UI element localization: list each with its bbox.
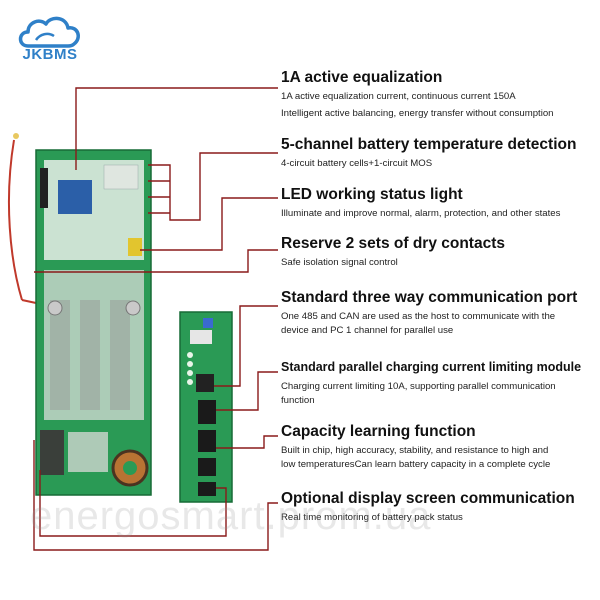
feature-led-status: LED working status light Illuminate and …: [281, 185, 600, 221]
feature-desc-line: Charging current limiting 10A, supportin…: [281, 381, 556, 392]
feature-title: 5-channel battery temperature detection: [281, 136, 577, 153]
feature-title: LED working status light: [281, 186, 463, 203]
brand-name: JKBMS: [22, 46, 78, 63]
feature-desc-line: Built in chip, high accuracy, stability,…: [281, 445, 549, 456]
feature-title: Optional display screen communication: [281, 490, 575, 507]
side-pcb: [179, 311, 233, 503]
feature-active-equalization: 1A active equalization 1A active equaliz…: [281, 68, 600, 121]
feature-title: Capacity learning function: [281, 423, 476, 440]
feature-temperature-detection: 5-channel battery temperature detection …: [281, 135, 600, 171]
feature-title: Standard parallel charging current limit…: [281, 360, 582, 374]
feature-title: 1A active equalization: [281, 69, 443, 86]
feature-desc-line: function: [281, 395, 315, 406]
feature-dry-contacts: Reserve 2 sets of dry contacts Safe isol…: [281, 234, 600, 270]
feature-title: Reserve 2 sets of dry contacts: [281, 235, 505, 252]
watermark: energosmart.prom.ua: [30, 494, 432, 538]
feature-desc-line: Intelligent active balancing, energy tra…: [281, 108, 554, 119]
main-pcb: [35, 149, 152, 496]
feature-communication-port: Standard three way communication port On…: [281, 288, 600, 338]
feature-desc-line: Illuminate and improve normal, alarm, pr…: [281, 208, 561, 219]
feature-display-communication: Optional display screen communication Re…: [281, 489, 600, 525]
feature-desc-line: Safe isolation signal control: [281, 257, 398, 268]
feature-desc-line: Real time monitoring of battery pack sta…: [281, 512, 463, 523]
feature-title: Standard three way communication port: [281, 289, 578, 306]
leader-lines: [33, 87, 278, 551]
feature-capacity-learning: Capacity learning function Built in chip…: [281, 422, 600, 472]
feature-desc-line: One 485 and CAN are used as the host to …: [281, 311, 556, 322]
feature-desc-line: 1A active equalization current, continuo…: [281, 91, 516, 102]
feature-desc-line: device and PC 1 channel for parallel use: [281, 325, 454, 336]
feature-desc-line: 4-circuit battery cells+1-circuit MOS: [281, 158, 433, 169]
cloud-logo-icon: [18, 16, 80, 48]
feature-current-limiting: Standard parallel charging current limit…: [281, 358, 600, 408]
feature-desc-line: low temperaturesCan learn battery capaci…: [281, 459, 551, 470]
wire: [7, 139, 23, 301]
